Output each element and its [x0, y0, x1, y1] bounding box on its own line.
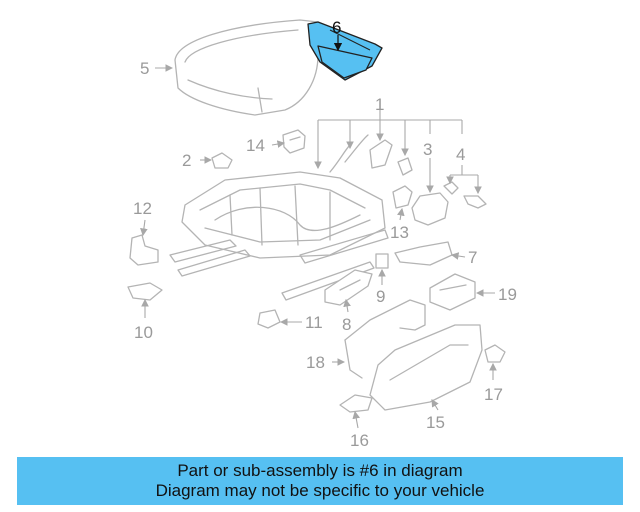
- callout-4: 4: [456, 145, 465, 164]
- callout-1: 1: [375, 95, 384, 114]
- seat-cushion-part-5: [174, 19, 319, 116]
- cover-part-16: [339, 394, 373, 413]
- shield-part-15: [369, 324, 483, 411]
- parts-diagram: 1 2 3 4 5 6 7 8 9 10 11 12 13 14 15 16 1…: [127, 18, 517, 450]
- callout-11: 11: [305, 313, 323, 332]
- highlighted-part-6: [307, 21, 383, 81]
- callout-6: 6: [332, 18, 341, 37]
- banner-part-note: Part or sub-assembly is #6 in diagram: [177, 461, 463, 480]
- callout-17: 17: [484, 385, 503, 404]
- switch-part-9: [375, 253, 389, 269]
- callout-3: 3: [423, 140, 432, 159]
- callout-9: 9: [376, 287, 385, 306]
- leader-lines: [140, 35, 497, 429]
- bracket-part-13: [392, 185, 413, 209]
- motor-part-3: [411, 192, 449, 226]
- bracket-part-12: [129, 234, 159, 266]
- module-part-19: [429, 273, 476, 311]
- callout-8: 8: [342, 315, 351, 334]
- bolts-part-4: [443, 181, 487, 209]
- knob-part-17: [484, 344, 506, 363]
- callout-10: 10: [134, 323, 153, 342]
- frame-part-18: [344, 299, 426, 379]
- screw-part-2: [211, 152, 233, 169]
- switch-part-11: [257, 309, 281, 329]
- callout-labels: 1 2 3 4 5 6 7 8 9 10 11 12 13 14 15 16 1…: [133, 18, 517, 450]
- callout-15: 15: [426, 413, 445, 432]
- callout-13: 13: [390, 223, 409, 242]
- trim-part-8: [324, 269, 373, 306]
- callout-14: 14: [246, 136, 265, 155]
- clip-part-14: [282, 129, 306, 154]
- callout-5: 5: [140, 59, 149, 78]
- bracket-part-7: [394, 241, 453, 266]
- callout-2: 2: [182, 151, 191, 170]
- callout-12: 12: [133, 199, 152, 218]
- callout-18: 18: [306, 353, 325, 372]
- banner-disclaimer: Diagram may not be specific to your vehi…: [155, 481, 485, 500]
- cover-part-10: [127, 282, 163, 301]
- seat-frame: [169, 171, 389, 301]
- part-1-components: [329, 134, 413, 176]
- callout-16: 16: [350, 431, 369, 450]
- callout-7: 7: [468, 248, 477, 267]
- callout-19: 19: [498, 285, 517, 304]
- info-banner: Part or sub-assembly is #6 in diagram Di…: [17, 457, 623, 505]
